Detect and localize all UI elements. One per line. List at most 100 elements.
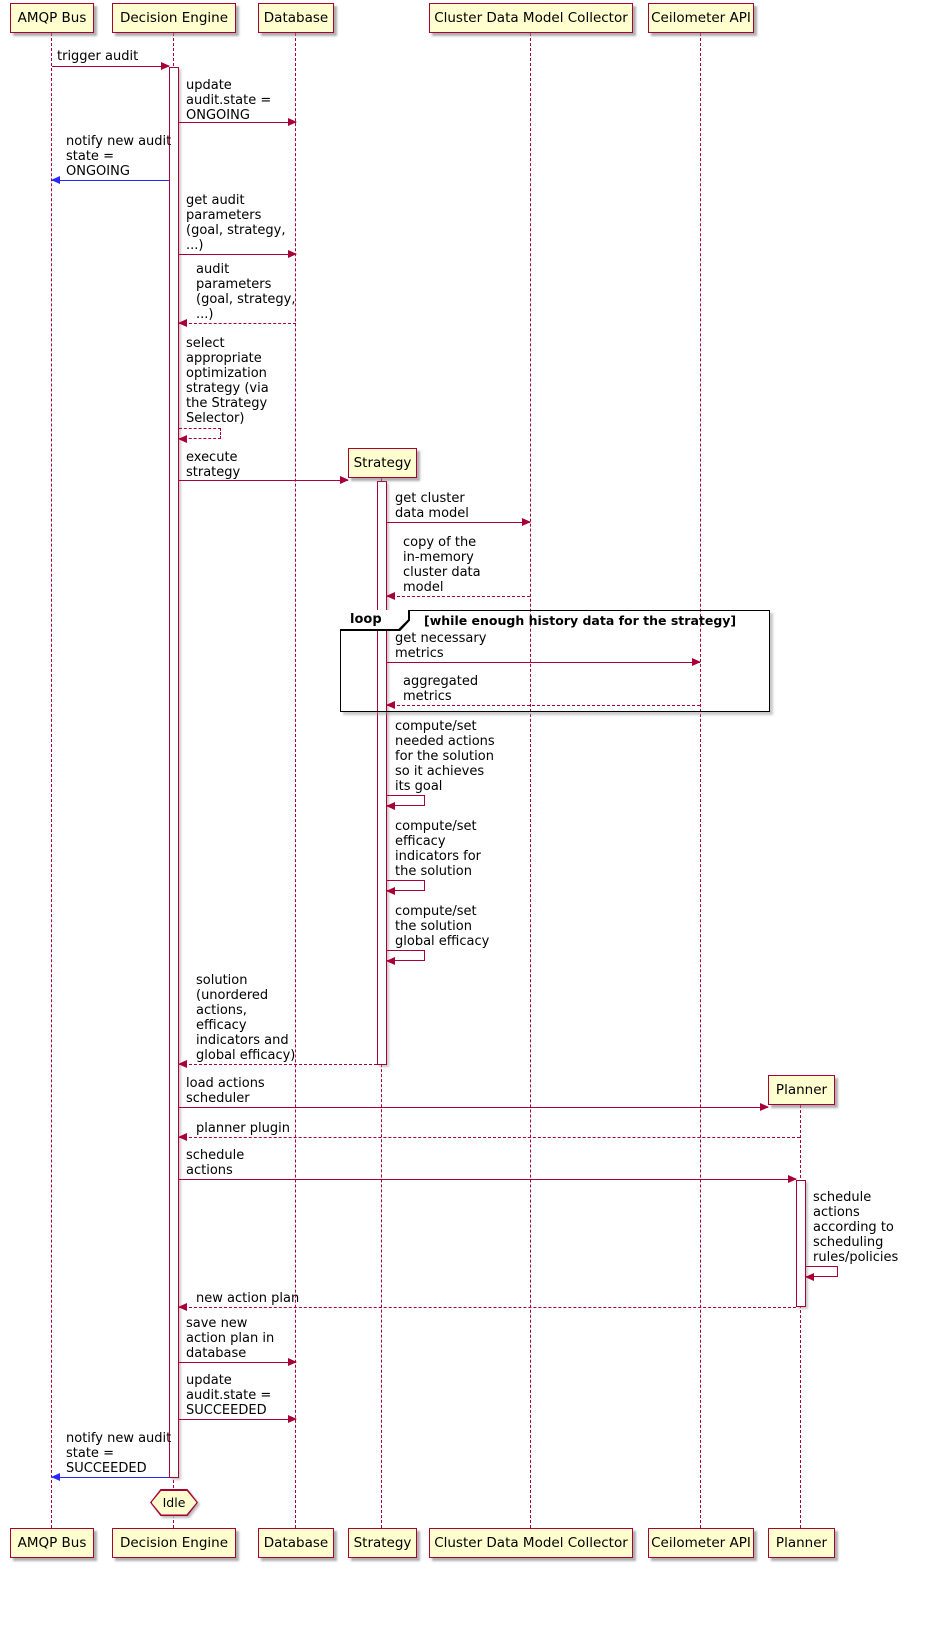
message-compute-actions: compute/set needed actions for the solut… xyxy=(395,719,495,794)
message-schedule-actions: schedule actions xyxy=(186,1148,245,1178)
message-new-action-plan: new action plan xyxy=(196,1291,300,1306)
arrow-update-state-ongoing xyxy=(179,118,297,126)
participant-label: AMQP Bus xyxy=(17,1535,87,1551)
arrow-update-state-succeeded xyxy=(179,1415,297,1423)
lifeline-database xyxy=(295,33,296,1528)
participant-label: Ceilometer API xyxy=(651,10,751,26)
activation-strategy xyxy=(377,481,387,1065)
message-notify-ongoing: notify new audit state = ONGOING xyxy=(66,134,172,179)
message-planner-plugin: planner plugin xyxy=(196,1121,290,1136)
loop-keyword: loop xyxy=(350,612,382,627)
self-arrow-compute-global-efficacy xyxy=(386,950,425,965)
participant-decision-engine-bottom: Decision Engine xyxy=(112,1528,236,1558)
lifeline-amqp-bus xyxy=(51,33,52,1528)
arrowhead xyxy=(340,476,349,484)
arrow-audit-params-return xyxy=(178,319,296,327)
message-execute-strategy: execute strategy xyxy=(186,450,241,480)
loop-frame xyxy=(340,610,770,712)
participant-label: Decision Engine xyxy=(119,1535,229,1551)
arrowhead xyxy=(386,802,395,810)
participant-database-bottom: Database xyxy=(258,1528,334,1558)
participant-label: Ceilometer API xyxy=(651,1535,751,1551)
arrow-copy-cluster-model xyxy=(386,592,530,600)
arrowhead xyxy=(178,319,187,327)
arrow-notify-ongoing xyxy=(51,176,169,184)
arrowhead xyxy=(51,176,60,184)
loop-condition: [while enough history data for the strat… xyxy=(424,613,737,628)
message-copy-cluster-model: copy of the in-memory cluster data model xyxy=(403,535,481,595)
arrowhead xyxy=(386,592,395,600)
arrowhead xyxy=(760,1103,769,1111)
participant-amqp-bus-top: AMQP Bus xyxy=(10,3,94,33)
message-get-cluster-model: get cluster data model xyxy=(395,491,469,521)
participant-cluster-data-model-collector-top: Cluster Data Model Collector xyxy=(429,3,633,33)
self-arrow-compute-actions xyxy=(386,795,425,810)
message-load-scheduler: load actions scheduler xyxy=(186,1076,265,1106)
participant-label: Cluster Data Model Collector xyxy=(434,1535,628,1551)
message-compute-global-efficacy: compute/set the solution global efficacy xyxy=(395,904,490,949)
message-aggregated-metrics: aggregated metrics xyxy=(403,674,479,704)
message-audit-params-return: audit parameters (goal, strategy, ...) xyxy=(196,262,296,322)
participant-ceilometer-api-bottom: Ceilometer API xyxy=(648,1528,754,1558)
arrowhead xyxy=(788,1175,797,1183)
message-get-audit-params: get audit parameters (goal, strategy, ..… xyxy=(186,193,286,253)
self-arrow-select-strategy xyxy=(178,428,221,443)
arrowhead xyxy=(288,1415,297,1423)
hexagon-fill xyxy=(151,1490,197,1515)
message-update-state-succeeded: update audit.state = SUCCEEDED xyxy=(186,1373,272,1418)
arrowhead xyxy=(386,701,395,709)
participant-planner-bottom: Planner xyxy=(768,1528,835,1558)
arrowhead xyxy=(178,1133,187,1141)
arrow-aggregated-metrics xyxy=(386,701,700,709)
participant-database-top: Database xyxy=(258,3,334,33)
participant-label: Planner xyxy=(775,1535,828,1551)
participant-label: Decision Engine xyxy=(119,10,229,26)
lifeline-planner xyxy=(800,1105,801,1528)
message-get-metrics: get necessary metrics xyxy=(395,631,487,661)
arrowhead xyxy=(178,435,187,443)
self-arrow-schedule-self xyxy=(805,1266,838,1281)
message-schedule-self: schedule actions according to scheduling… xyxy=(813,1190,899,1265)
arrow-get-metrics xyxy=(387,658,701,666)
arrowhead xyxy=(178,1303,187,1311)
participant-label: Strategy xyxy=(353,1535,412,1551)
participant-strategy-created: Strategy xyxy=(348,448,417,478)
arrowhead xyxy=(522,518,531,526)
message-update-state-ongoing: update audit.state = ONGOING xyxy=(186,78,272,123)
arrow-get-audit-params xyxy=(179,250,297,258)
arrowhead xyxy=(288,118,297,126)
participant-ceilometer-api-top: Ceilometer API xyxy=(648,3,754,33)
participant-label: Database xyxy=(263,1535,329,1551)
message-solution-return: solution (unordered actions, efficacy in… xyxy=(196,973,296,1063)
arrowhead xyxy=(386,887,395,895)
end-state-label: Idle xyxy=(162,1495,186,1510)
participant-label: Planner xyxy=(775,1082,828,1098)
participant-label: Strategy xyxy=(353,455,412,471)
participant-amqp-bus-bottom: AMQP Bus xyxy=(10,1528,94,1558)
activation-decision-engine xyxy=(169,67,179,1478)
arrowhead xyxy=(288,1358,297,1366)
arrow-save-action-plan xyxy=(179,1358,297,1366)
arrow-planner-plugin xyxy=(178,1133,800,1141)
arrow-notify-succeeded xyxy=(51,1473,169,1481)
self-arrow-compute-efficacy xyxy=(386,880,425,895)
message-select-strategy: select appropriate optimization strategy… xyxy=(186,336,269,426)
arrow-new-action-plan xyxy=(178,1303,796,1311)
message-notify-succeeded: notify new audit state = SUCCEEDED xyxy=(66,1431,172,1476)
participant-planner-created: Planner xyxy=(768,1075,835,1105)
arrow-execute-strategy xyxy=(179,476,349,484)
arrowhead xyxy=(386,957,395,965)
participant-cluster-data-model-collector-bottom: Cluster Data Model Collector xyxy=(429,1528,633,1558)
arrowhead xyxy=(178,1060,187,1068)
loop-frame-label: loop xyxy=(340,610,410,631)
arrow-get-cluster-model xyxy=(387,518,531,526)
lifeline-ceilometer-api xyxy=(700,33,701,1528)
participant-decision-engine-top: Decision Engine xyxy=(112,3,236,33)
arrowhead xyxy=(288,250,297,258)
participant-strategy-bottom: Strategy xyxy=(348,1528,417,1558)
participant-label: AMQP Bus xyxy=(17,10,87,26)
arrowhead xyxy=(692,658,701,666)
end-state-idle: Idle xyxy=(150,1489,198,1516)
arrow-load-scheduler xyxy=(179,1103,769,1111)
